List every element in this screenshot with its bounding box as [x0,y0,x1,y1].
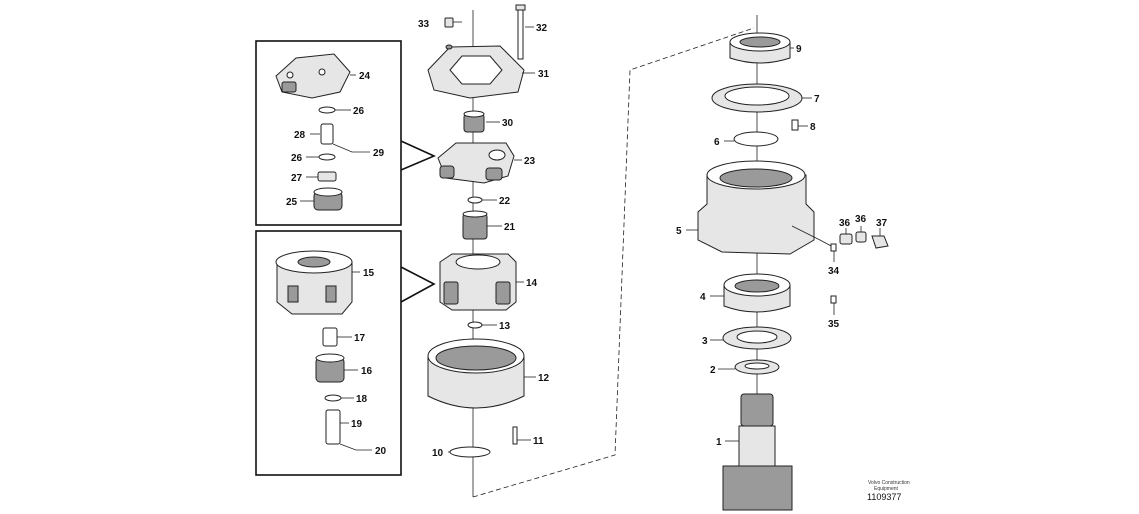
label-37: 37 [876,218,888,229]
part-26a-shape [318,106,336,114]
part-6-shape [733,131,779,147]
connector-dashed [472,27,755,498]
label-10: 10 [432,448,444,459]
detail-frame-lower-pointer [400,266,436,303]
part-26b-shape [318,153,336,161]
part-1-shape [740,393,774,427]
detail-frame-upper [255,40,402,226]
part-21-shape [462,213,488,240]
part-36b-shape [855,231,867,243]
label-15: 15 [363,268,375,279]
label-11: 11 [533,436,544,447]
part-33-shape [444,17,454,28]
part-27-shape [317,171,337,182]
label-34: 34 [828,266,840,277]
label-2: 2 [710,365,716,376]
part-10-shape [449,446,491,458]
label-14: 14 [526,278,538,289]
label-30: 30 [502,118,514,129]
label-1: 1 [716,437,722,448]
label-7: 7 [814,94,820,105]
label-26-lower: 26 [291,153,303,164]
label-33: 33 [418,19,430,30]
label-8: 8 [810,122,816,133]
label-6: 6 [714,137,720,148]
label-16: 16 [361,366,373,377]
label-27: 27 [291,173,303,184]
detail-frame-lower [255,230,402,476]
detail-frame-upper-pointer [400,140,436,171]
part-18-shape [324,394,342,402]
label-13: 13 [499,321,511,332]
label-19: 19 [351,419,363,430]
part-37-shape [871,235,889,249]
label-29: 29 [373,148,385,159]
part-36a-shape [839,233,853,245]
brand-line-1: Volvo Construction [868,480,910,486]
part-35-shape [830,295,837,304]
label-36-right: 36 [855,214,867,225]
label-31: 31 [538,69,550,80]
label-25: 25 [286,197,298,208]
part-8-shape [791,119,799,131]
label-22: 22 [499,196,511,207]
part-22-shape [467,196,483,204]
label-9: 9 [796,44,802,55]
label-21: 21 [504,222,516,233]
part-13-shape [467,321,483,329]
label-3: 3 [702,336,708,347]
label-35: 35 [828,319,840,330]
part-34-shape [830,243,837,252]
label-5: 5 [676,226,682,237]
label-32: 32 [536,23,548,34]
label-17: 17 [354,333,366,344]
label-26-upper: 26 [353,106,365,117]
label-12: 12 [538,373,550,384]
label-4: 4 [700,292,706,303]
label-28: 28 [294,130,306,141]
label-18: 18 [356,394,368,405]
part-17-shape [322,327,338,347]
label-24: 24 [359,71,371,82]
label-23: 23 [524,156,536,167]
drawing-id: 1109377 [867,492,901,502]
part-28-shape [320,123,334,145]
label-20: 20 [375,446,387,457]
part-11-shape [512,426,518,445]
part-5-shape [697,174,815,255]
part-32-shape [517,6,524,60]
brand-line-2: Equipment [874,486,899,492]
part-19-shape [325,409,341,445]
label-36-left: 36 [839,218,851,229]
